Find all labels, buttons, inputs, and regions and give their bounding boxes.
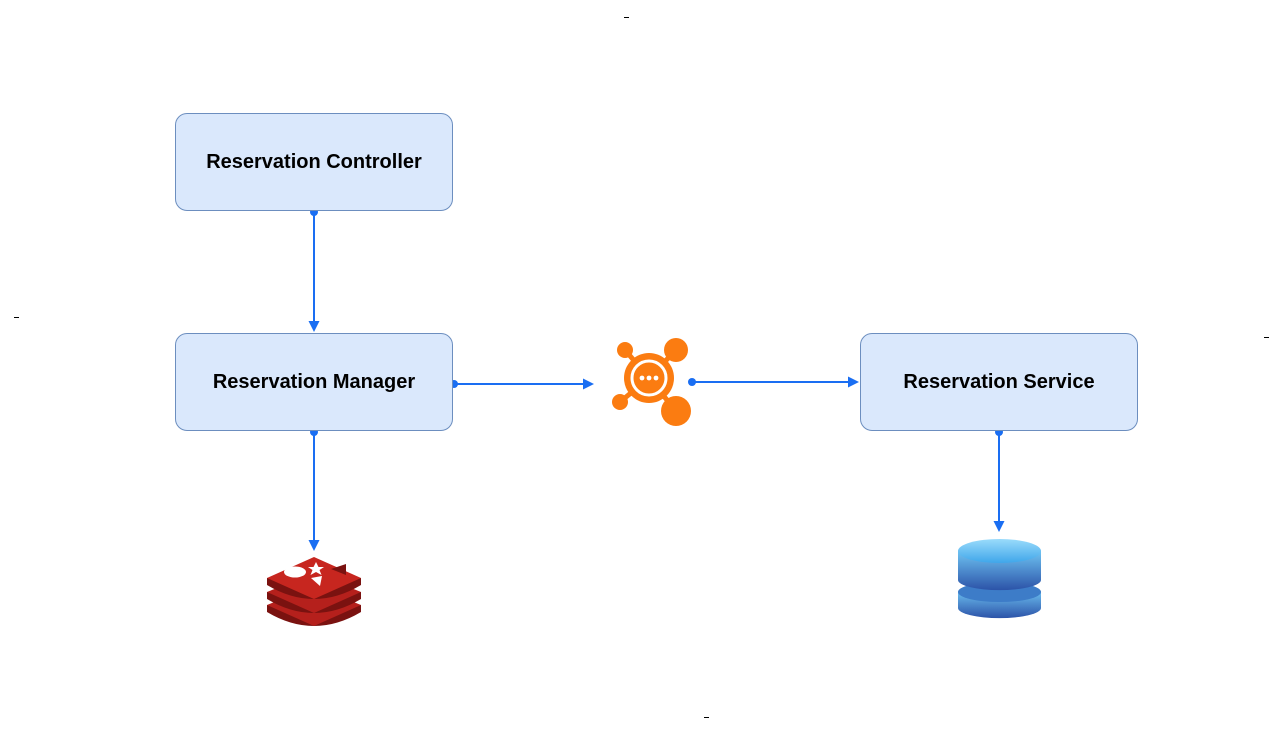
reservation-controller-node[interactable]: Reservation Controller — [175, 113, 453, 211]
reservation-controller-label: Reservation Controller — [206, 150, 422, 173]
edge-manager-to-broker[interactable] — [450, 378, 594, 390]
reservation-service-node[interactable]: Reservation Service — [860, 333, 1138, 431]
reservation-service-label: Reservation Service — [903, 370, 1095, 393]
reservation-manager-label: Reservation Manager — [212, 370, 416, 393]
canvas-boundary-mark-top — [624, 17, 629, 18]
message-broker-icon[interactable] — [612, 338, 691, 426]
canvas-boundary-mark-right — [1264, 337, 1269, 338]
reservation-manager-node[interactable]: Reservation Manager — [175, 333, 453, 431]
edge-service-to-database[interactable] — [993, 428, 1005, 532]
database-icon[interactable] — [958, 539, 1041, 619]
redis-icon[interactable] — [267, 557, 361, 626]
canvas-boundary-mark-bottom — [704, 717, 709, 718]
edge-controller-to-manager[interactable] — [308, 208, 320, 332]
edge-manager-to-cache[interactable] — [308, 428, 320, 551]
edge-broker-to-service[interactable] — [688, 376, 859, 388]
canvas-boundary-mark-left — [14, 317, 19, 318]
